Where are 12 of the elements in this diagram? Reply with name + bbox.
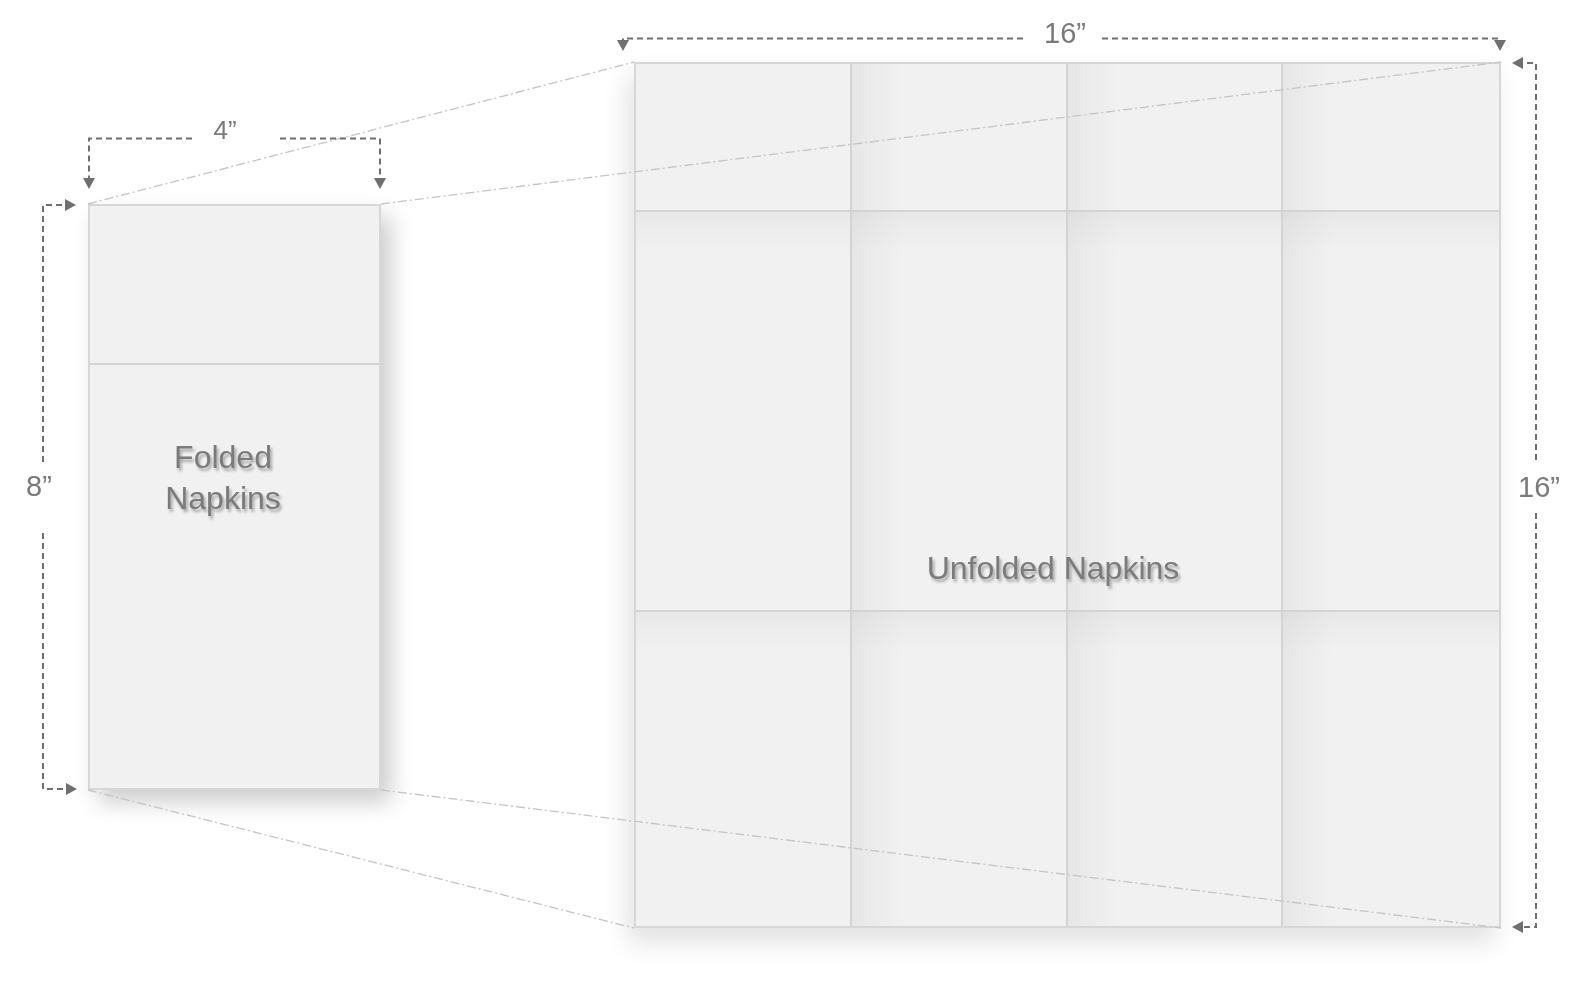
- dimension-label: 16”: [1518, 471, 1560, 505]
- dimension-label: 16”: [1044, 17, 1086, 51]
- projection-line: [380, 61, 1502, 205]
- folded-napkin: [88, 204, 381, 790]
- projection-line: [380, 789, 1502, 929]
- napkin-label: Folded Napkins: [164, 438, 282, 518]
- unfolded-napkin: [634, 62, 1501, 928]
- napkin-label: Unfolded Napkins: [925, 549, 1181, 588]
- projection-line: [87, 789, 635, 929]
- projection-line: [87, 61, 635, 205]
- dimension-label: 8”: [26, 470, 52, 504]
- dimension-label: 4”: [213, 116, 237, 146]
